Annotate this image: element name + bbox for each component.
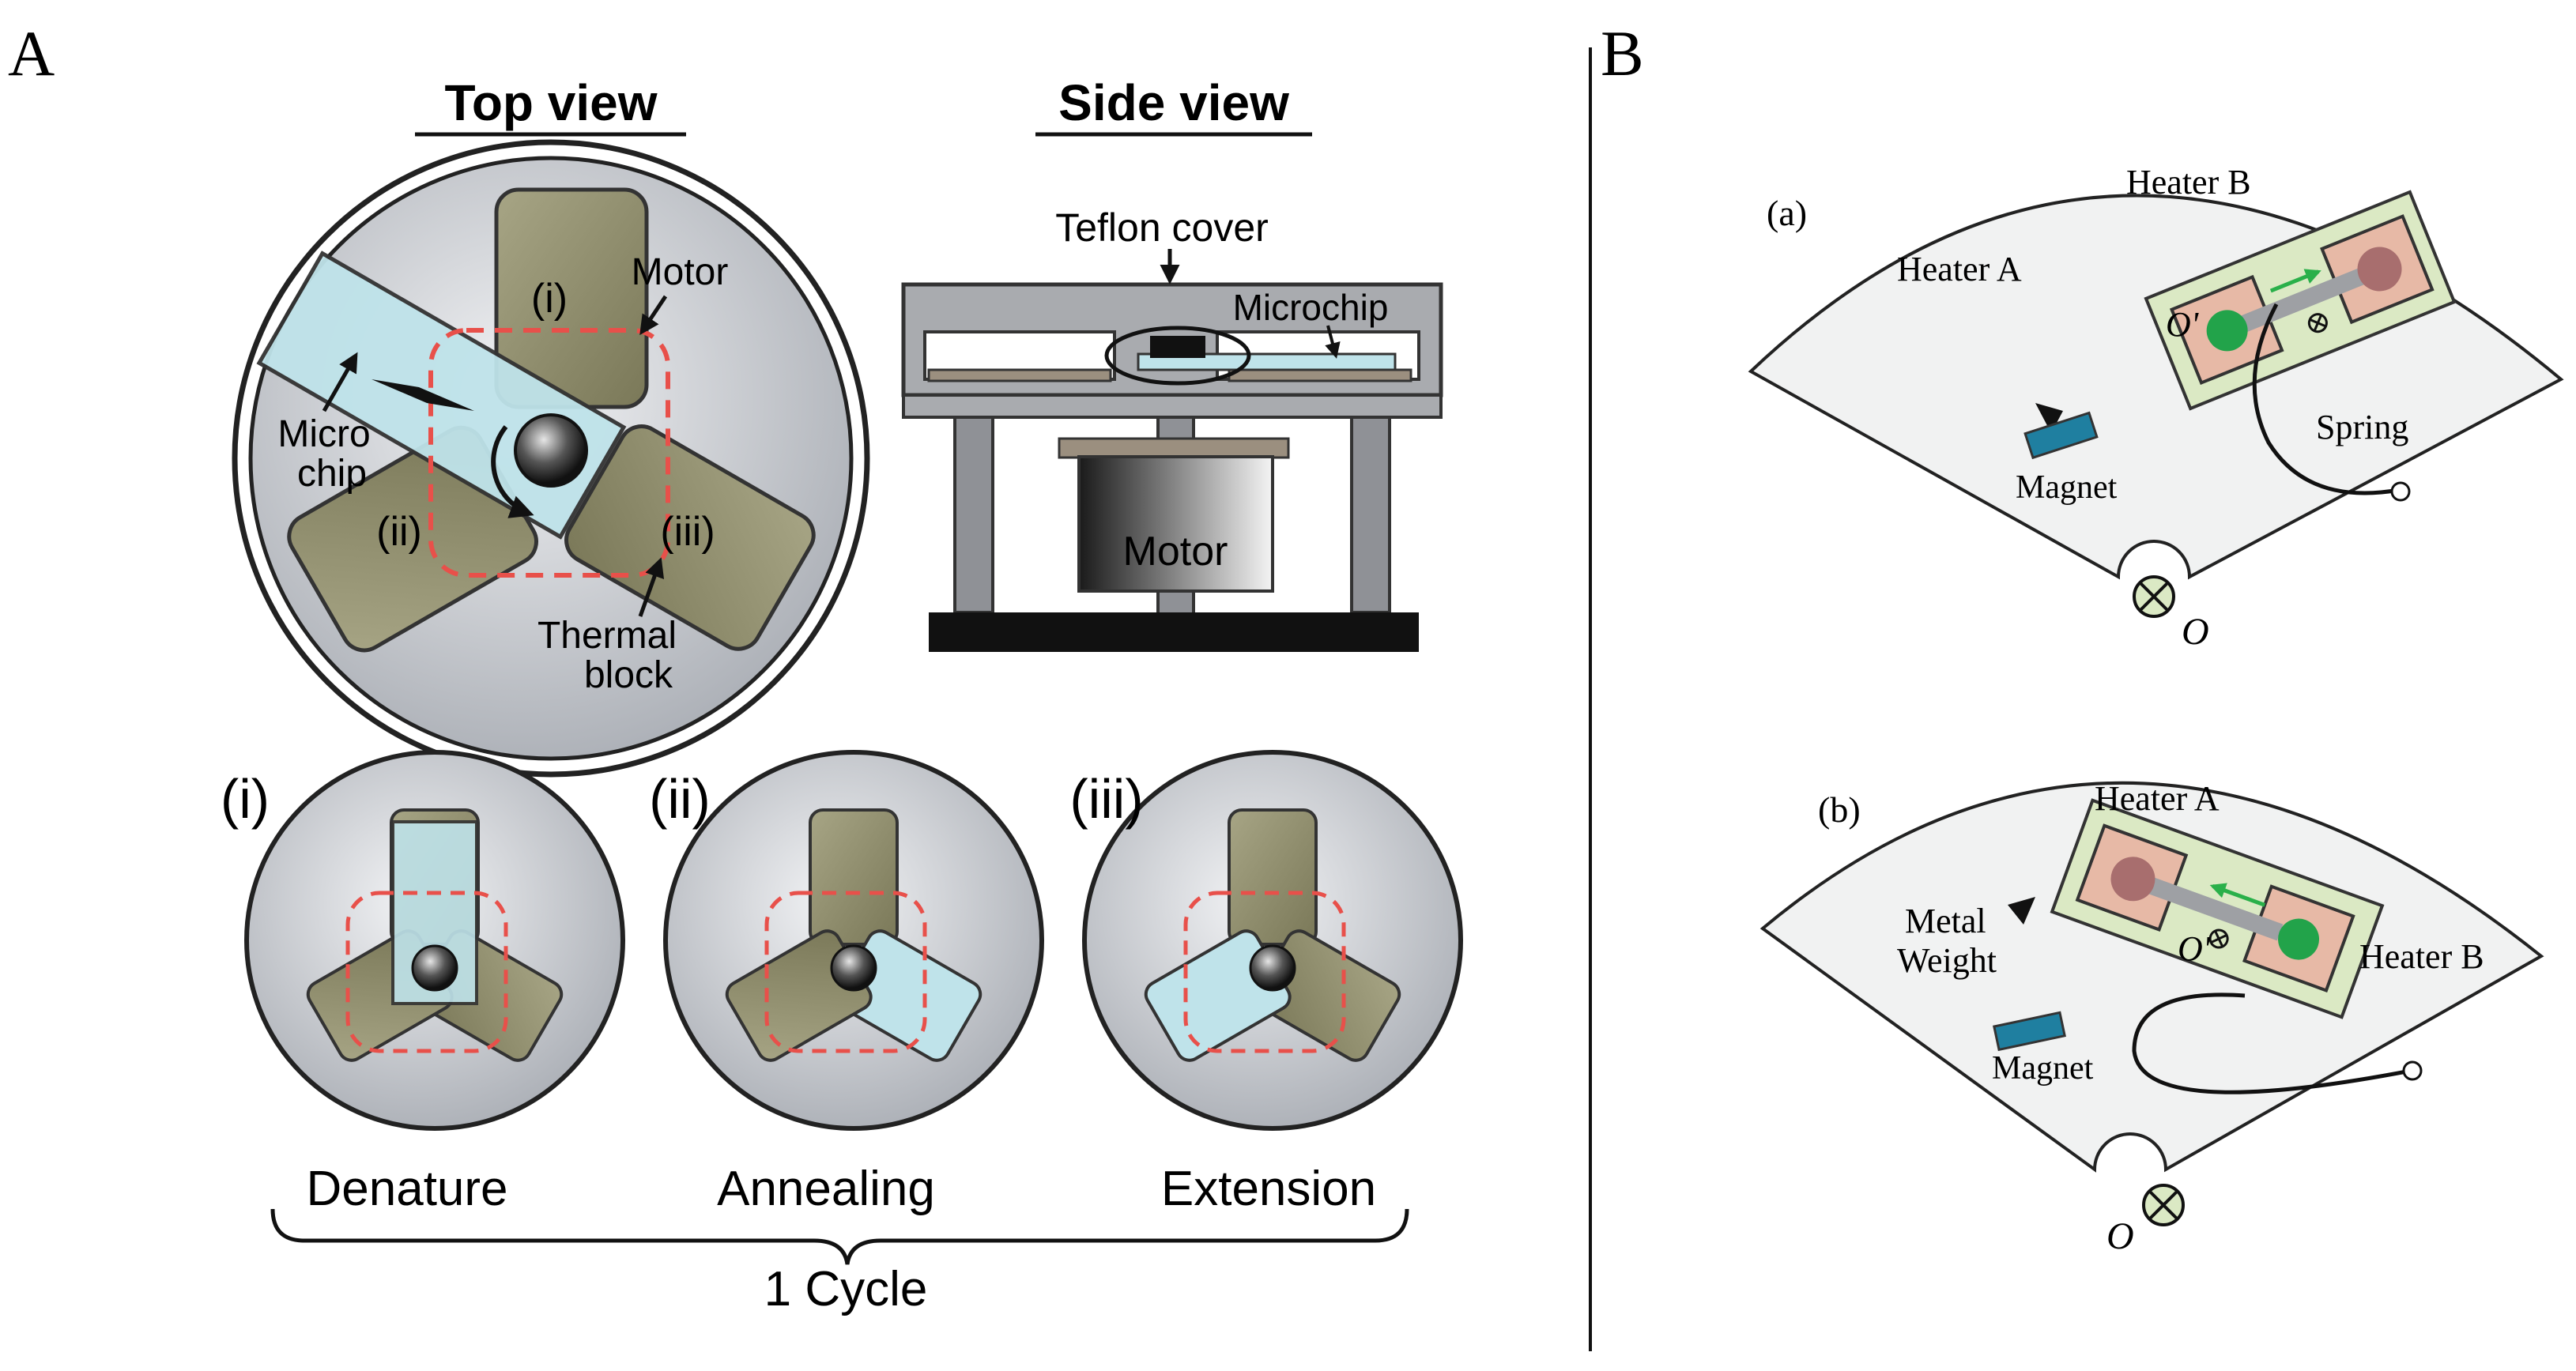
side-base: [929, 612, 1419, 652]
side-plate-left: [927, 368, 1112, 382]
label-motor: Motor: [632, 251, 729, 293]
label-chip: chip: [297, 453, 367, 495]
side-label-motor: Motor: [1123, 529, 1228, 574]
microchip-leader: [322, 352, 358, 412]
stage-iii-name: Extension: [1161, 1162, 1376, 1216]
side-rotation: [1104, 326, 1251, 386]
cycle-label: 1 Cycle: [764, 1262, 928, 1316]
label-block-i: (i): [531, 276, 568, 322]
stage-i-numeral: (i): [221, 768, 270, 830]
thermal-leader: [638, 557, 665, 617]
motor-leader: [639, 295, 668, 336]
top-view-disc: [232, 139, 870, 778]
motor-shaft: [514, 413, 588, 488]
sub-a-spring: Spring: [2316, 408, 2408, 446]
sub-a-origin: O: [2182, 611, 2209, 653]
side-label-microchip: Microchip: [1233, 287, 1389, 328]
label-block: block: [584, 654, 673, 696]
side-motor-flange: [1058, 437, 1290, 459]
panel-a-letter: A: [8, 17, 55, 89]
sub-b-metal: Metal: [1905, 902, 1986, 940]
sub-b-magnet: Magnet: [1992, 1050, 2094, 1087]
sub-b-tag: (b): [1818, 789, 1861, 830]
side-leg-right: [1350, 413, 1391, 614]
label-block-ii: (ii): [376, 509, 422, 555]
sub-a-magnet: Magnet: [2016, 469, 2118, 506]
side-motor: [1077, 455, 1274, 593]
fan-b: [1759, 781, 2544, 1226]
sub-a-heater-b: Heater B: [2126, 163, 2251, 202]
side-view-title: Side view: [1058, 74, 1289, 131]
label-thermal: Thermal: [537, 615, 677, 657]
fan-a: [1748, 190, 2564, 618]
side-label-teflon: Teflon cover: [1055, 205, 1269, 250]
stage-i-name: Denature: [306, 1162, 507, 1216]
sub-a-tag: (a): [1767, 193, 1807, 233]
sub-b-heater-a: Heater A: [2095, 779, 2220, 818]
sub-b-origin: O: [2106, 1215, 2134, 1257]
droplet-arrow: [372, 379, 474, 411]
sub-b-weight: Weight: [1897, 941, 1997, 980]
sub-b-heater-b: Heater B: [2359, 937, 2484, 976]
label-block-iii: (iii): [660, 509, 715, 555]
sub-a-pivot: O': [2166, 305, 2200, 344]
cycle-brace: [270, 1208, 1409, 1265]
side-plate-right: [1228, 368, 1412, 382]
stage-disc-iii: [1082, 750, 1463, 1131]
stage-disc-ii: [663, 750, 1044, 1131]
top-view-title: Top view: [444, 74, 657, 131]
side-view: [901, 282, 1443, 652]
panel-b-letter: B: [1601, 17, 1644, 89]
stage-iii-numeral: (iii): [1069, 768, 1143, 830]
microchip-side-leader: [1325, 325, 1341, 359]
stage-ii-numeral: (ii): [649, 768, 711, 830]
sub-a-heater-a: Heater A: [1897, 250, 2022, 288]
side-chip-holder: [1150, 336, 1205, 358]
stage-disc-i: [244, 750, 625, 1131]
label-micro: Micro: [277, 413, 370, 455]
side-crossbar: [902, 394, 1443, 419]
rotation-arrow: [491, 425, 534, 518]
side-leg-left: [953, 413, 994, 614]
thermal-block-ii: [564, 424, 816, 651]
sub-b-pivot: O': [2178, 929, 2212, 968]
stage-ii-name: Annealing: [717, 1162, 935, 1216]
